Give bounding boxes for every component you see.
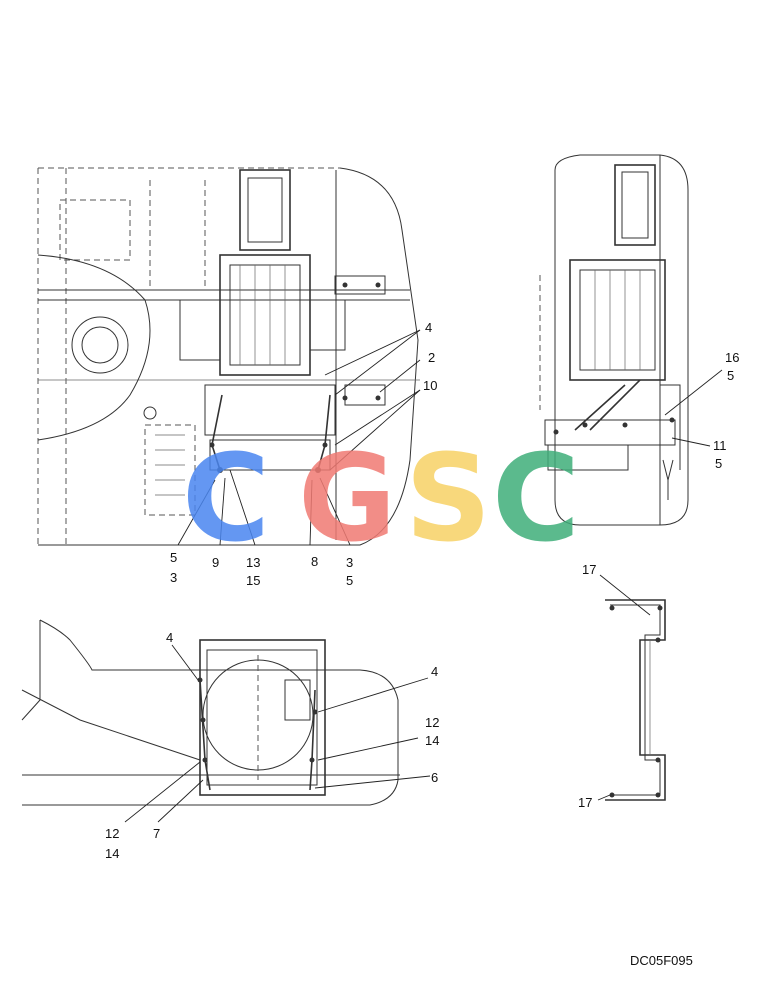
view-bottom-right: [597, 574, 666, 801]
callout-label: 2: [428, 350, 435, 365]
watermark-letter-s: S: [405, 430, 491, 569]
callout-label: 13: [246, 555, 260, 570]
callout-label: 8: [311, 554, 318, 569]
watermark-logo: C G S C: [182, 430, 580, 569]
view-bottom-left: [21, 619, 431, 823]
callout-label: 12: [425, 715, 439, 730]
callout-label: 5: [727, 368, 734, 383]
watermark-letter-c1: C: [182, 430, 270, 569]
callout-label: 16: [725, 350, 739, 365]
callout-label: 11: [713, 438, 727, 453]
callout-label: 17: [578, 795, 592, 810]
callouts-top-right: 16 5 11 5: [713, 350, 739, 471]
callout-label: 3: [170, 570, 177, 585]
callout-label: 4: [425, 320, 432, 335]
callouts-top-left: 4 2 10 5 3 9 13 15 8 3 5: [170, 320, 437, 588]
callout-label: 4: [431, 664, 438, 679]
callout-label: 17: [582, 562, 596, 577]
callout-label: 12: [105, 826, 119, 841]
callout-label: 14: [425, 733, 439, 748]
callout-label: 5: [170, 550, 177, 565]
callout-label: 14: [105, 846, 119, 861]
drawing-code: DC05F095: [630, 953, 693, 968]
callout-label: 10: [423, 378, 437, 393]
callout-label: 15: [246, 573, 260, 588]
callout-label: 5: [715, 456, 722, 471]
callout-label: 9: [212, 555, 219, 570]
callout-label: 5: [346, 573, 353, 588]
view-top-right: [539, 154, 723, 526]
watermark-letter-c2: C: [492, 430, 580, 569]
watermark-letter-g: G: [298, 430, 397, 569]
callout-label: 3: [346, 555, 353, 570]
view-top-left: [37, 167, 421, 546]
callout-label: 7: [153, 826, 160, 841]
callout-label: 4: [166, 630, 173, 645]
callouts-bottom-right: 17 17: [578, 562, 596, 810]
callouts-bottom-left: 4 4 12 14 6 12 14 7: [105, 630, 439, 861]
callout-label: 6: [431, 770, 438, 785]
